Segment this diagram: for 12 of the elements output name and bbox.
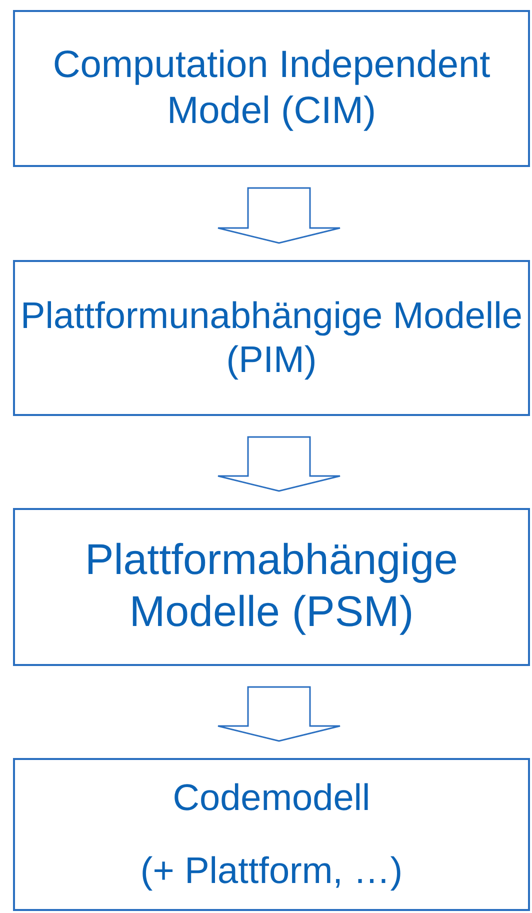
box-title: Codemodell [172, 776, 370, 820]
process-box [13, 260, 530, 416]
process-box [13, 508, 530, 666]
process-box [13, 10, 530, 167]
block-arrow [217, 436, 341, 492]
block-arrow [217, 686, 341, 742]
process-box [13, 758, 530, 911]
box-title: Plattformunabhängige Modelle (PIM) [20, 294, 524, 382]
box-subtitle: (+ Plattform, …) [140, 848, 403, 893]
box-title: Plattformabhängige Modelle (PSM) [84, 535, 459, 638]
block-arrow [217, 187, 341, 244]
box-title: Computation Independent Model (CIM) [52, 42, 492, 134]
